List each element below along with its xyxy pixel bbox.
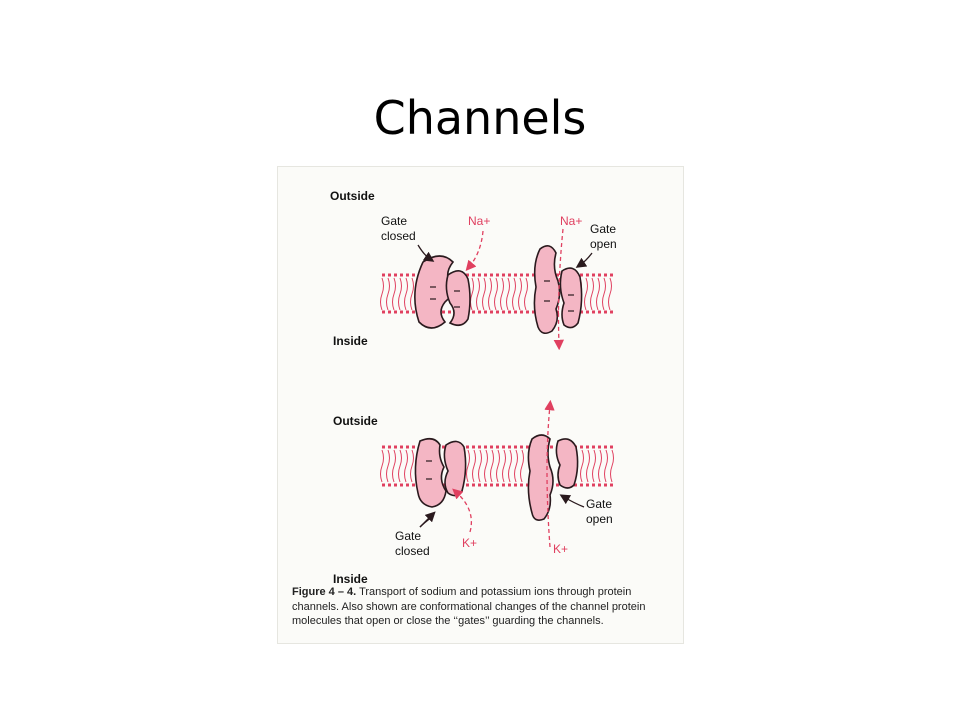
figure-diagram: Outside Inside Gate closed [330, 189, 617, 586]
top-na-blocked-arrow [465, 230, 484, 271]
bottom-k-blocked-arrow [452, 488, 473, 533]
bottom-outside-label: Outside [333, 414, 378, 428]
top-gate-closed-label-line1: Gate [381, 214, 407, 228]
top-gate-open-label-line2: open [590, 237, 617, 251]
top-open-channel [533, 245, 583, 335]
top-gate-closed-pointer [417, 244, 435, 262]
slide-title: Channels [373, 90, 587, 145]
bottom-inside-label: Inside [333, 572, 368, 586]
top-gate-open-pointer [575, 252, 593, 268]
top-na-flow-arrow [553, 228, 565, 351]
top-gate-open-label-line1: Gate [590, 222, 616, 236]
channel-transport-figure: Outside Inside Gate closed [277, 166, 684, 644]
figure-number: Figure 4 – 4. [292, 586, 357, 598]
bottom-k-flow-arrow [544, 399, 555, 548]
bottom-gate-open-pointer [559, 494, 585, 508]
bottom-gate-open-label-line1: Gate [586, 497, 612, 511]
bottom-gate-closed-label-line1: Gate [395, 529, 421, 543]
top-inside-label: Inside [333, 334, 368, 348]
figure-caption: Figure 4 – 4. Transport of sodium and po… [292, 585, 677, 629]
figure-caption-text: Transport of sodium and potassium ions t… [292, 586, 646, 627]
bottom-k-ion-left: K+ [462, 536, 477, 550]
bottom-open-channel [527, 434, 579, 521]
top-closed-channel [414, 255, 471, 329]
top-na-ion-right: Na+ [560, 214, 582, 228]
bottom-closed-channel [414, 437, 467, 508]
top-outside-label: Outside [330, 189, 375, 203]
bottom-gate-open-label-line2: open [586, 512, 613, 526]
bottom-gate-closed-label-line2: closed [395, 544, 430, 558]
top-gate-closed-label-line2: closed [381, 229, 416, 243]
top-na-ion-left: Na+ [468, 214, 490, 228]
bottom-k-ion-right: K+ [553, 542, 568, 556]
